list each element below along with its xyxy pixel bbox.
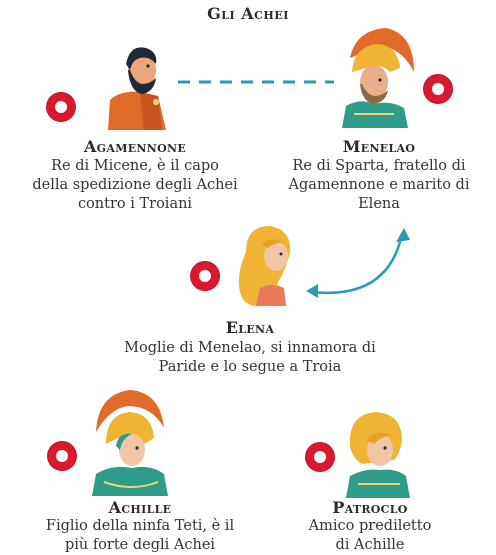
achille-portrait <box>92 390 168 496</box>
location-marker-agamennone[interactable] <box>47 93 75 121</box>
menelao-portrait <box>342 28 414 128</box>
connector-menelao-elena <box>306 228 410 298</box>
patroclo-name: Patroclo <box>332 498 408 517</box>
achille-description: Figlio della ninfa Teti, è il più forte … <box>45 518 235 553</box>
connector-agamennone-menelao <box>178 80 334 84</box>
location-marker-menelao[interactable] <box>424 75 452 103</box>
achille-name: Achille <box>108 498 172 517</box>
elena-description: Moglie di Menelao, si innamora di Paride… <box>124 340 376 375</box>
elena-name: Elena <box>225 318 275 337</box>
location-marker-achille[interactable] <box>48 442 76 470</box>
agamennone-description: Re di Micene, è il capo della spedizione… <box>32 158 238 212</box>
elena-portrait <box>238 226 291 307</box>
menelao-description: Re di Sparta, fratello di Agamennone e m… <box>288 158 470 212</box>
patroclo-description: Amico prediletto di Achille <box>308 518 432 553</box>
patroclo-portrait <box>346 412 410 498</box>
location-marker-elena[interactable] <box>191 262 219 290</box>
menelao-name: Menelao <box>342 137 416 156</box>
agamennone-name: Agamennone <box>83 137 187 156</box>
diagram-title: Gli Achei <box>207 4 289 23</box>
location-marker-patroclo[interactable] <box>306 443 334 471</box>
agamennone-portrait <box>108 47 166 130</box>
